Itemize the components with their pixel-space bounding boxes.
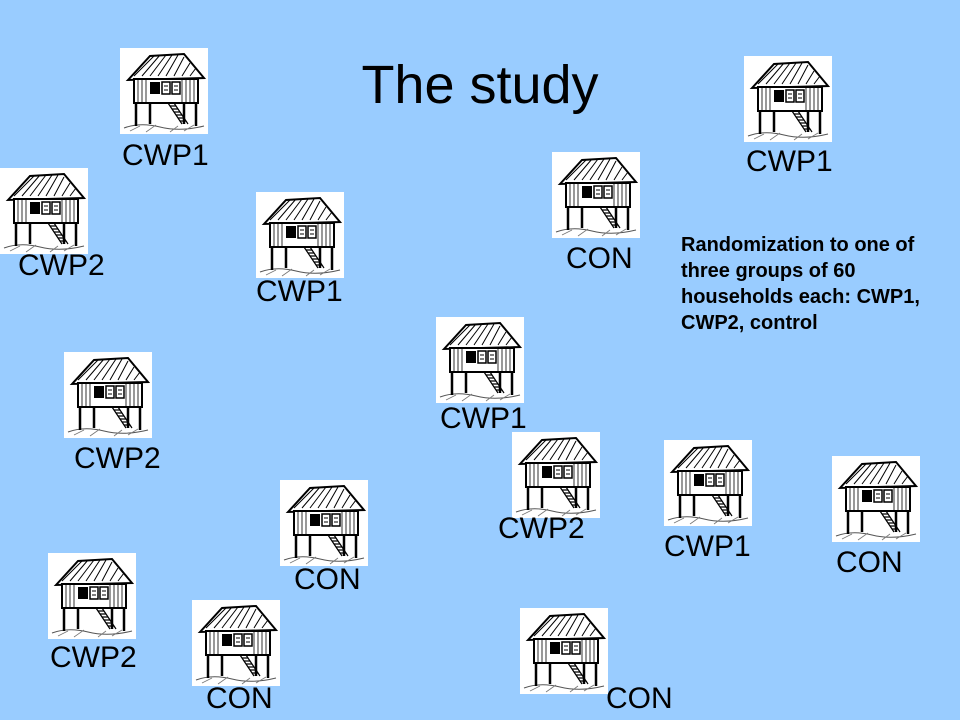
- house-label: CON: [294, 563, 361, 596]
- house-label: CWP2: [74, 442, 161, 475]
- house-label: CWP1: [122, 139, 209, 172]
- house-label: CON: [566, 242, 633, 275]
- stilt-house-icon: [436, 317, 524, 403]
- house-image: [436, 317, 524, 403]
- stilt-house-icon: [192, 600, 280, 686]
- house-image: [64, 352, 152, 438]
- house-image: [192, 600, 280, 686]
- house-image: [280, 480, 368, 566]
- stilt-house-icon: [664, 440, 752, 526]
- stilt-house-icon: [552, 152, 640, 238]
- stilt-house-icon: [512, 432, 600, 518]
- house-label: CON: [606, 682, 673, 715]
- house-image: [512, 432, 600, 518]
- slide-title: The study: [361, 55, 599, 115]
- stilt-house-icon: [256, 192, 344, 278]
- house-label: CON: [206, 682, 273, 715]
- house-label: CWP2: [18, 249, 105, 282]
- stilt-house-icon: [48, 553, 136, 639]
- randomization-note: Randomization to one of three groups of …: [681, 234, 920, 334]
- house-image: [664, 440, 752, 526]
- house-label: CWP1: [256, 275, 343, 308]
- house-label: CWP1: [664, 530, 751, 563]
- stilt-house-icon: [744, 56, 832, 142]
- house-label: CWP2: [50, 641, 137, 674]
- house-image: [552, 152, 640, 238]
- stilt-house-icon: [832, 456, 920, 542]
- house-image: [832, 456, 920, 542]
- stilt-house-icon: [520, 608, 608, 694]
- house-image: [0, 168, 88, 254]
- house-image: [256, 192, 344, 278]
- house-image: [48, 553, 136, 639]
- house-image: [120, 48, 208, 134]
- house-label: CON: [836, 546, 903, 579]
- stilt-house-icon: [0, 168, 88, 254]
- house-image: [520, 608, 608, 694]
- stilt-house-icon: [64, 352, 152, 438]
- house-label: CWP2: [498, 512, 585, 545]
- house-label: CWP1: [746, 145, 833, 178]
- stilt-house-icon: [120, 48, 208, 134]
- stilt-house-icon: [280, 480, 368, 566]
- house-label: CWP1: [440, 402, 527, 435]
- house-image: [744, 56, 832, 142]
